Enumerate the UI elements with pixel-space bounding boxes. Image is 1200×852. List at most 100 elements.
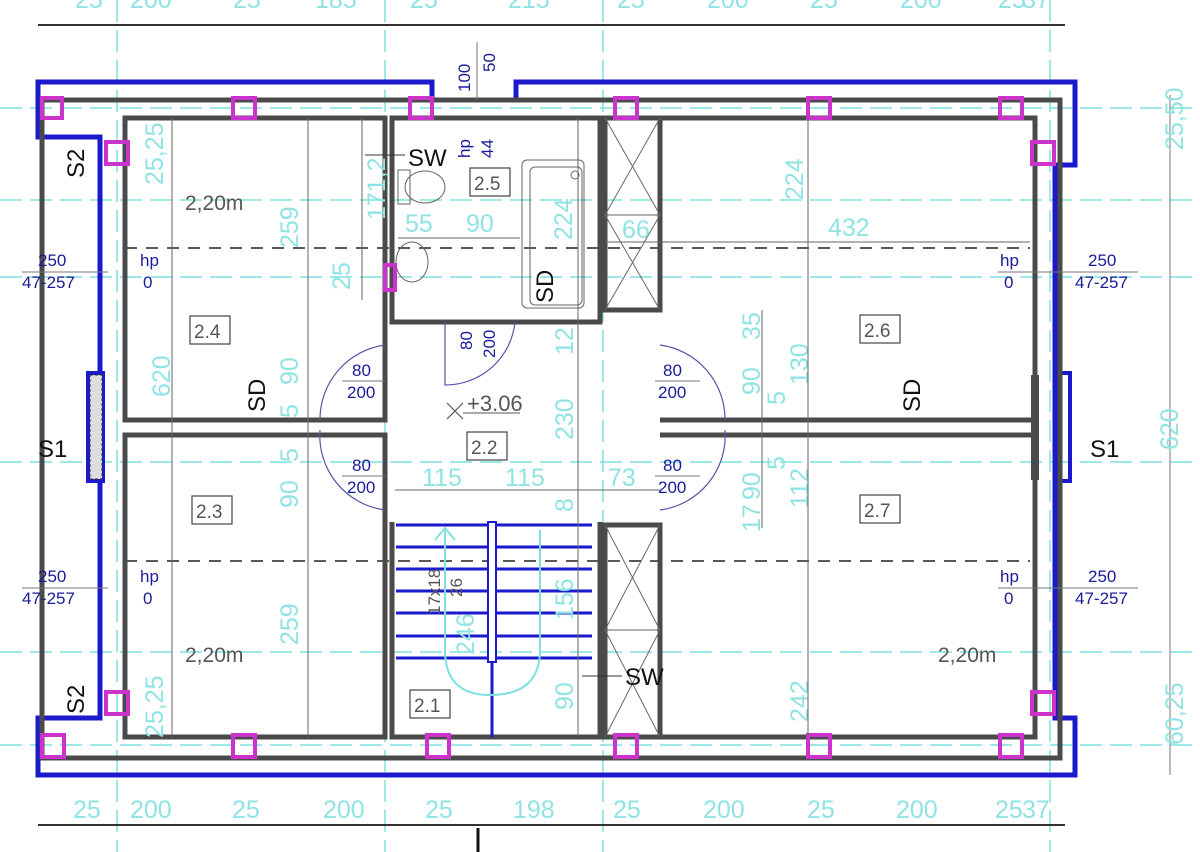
shafts	[604, 117, 661, 738]
bathtub	[521, 159, 585, 309]
inner-dimensions: 25,25 259 171,2 25 55 90 224 66 224 432 …	[141, 87, 1189, 745]
svg-text:198: 198	[513, 796, 555, 824]
room-tag-2.3[interactable]: 2.3	[191, 495, 233, 525]
svg-text:47-257: 47-257	[1075, 273, 1128, 292]
svg-text:12: 12	[551, 327, 579, 355]
window-label-bath: hp 44	[455, 139, 497, 158]
svg-text:0: 0	[1004, 589, 1013, 608]
svg-text:hp: hp	[140, 567, 159, 586]
stair-count: 17x18	[425, 569, 444, 615]
washbasin	[395, 241, 429, 283]
svg-text:37: 37	[1022, 0, 1050, 14]
svg-text:250: 250	[38, 251, 66, 270]
svg-text:37: 37	[1022, 796, 1050, 824]
svg-text:44: 44	[478, 139, 497, 158]
svg-text:215: 215	[508, 0, 550, 14]
stair-tread: 26	[447, 578, 466, 597]
svg-text:224: 224	[550, 198, 578, 240]
dimension-chain-top: 25 200 25 185 25 215 25 200 25 200 25 37	[38, 0, 1065, 26]
svg-text:2.4: 2.4	[194, 322, 221, 343]
height-label: 2,20m	[185, 644, 243, 667]
svg-text:112: 112	[786, 468, 814, 508]
svg-text:17: 17	[738, 504, 766, 532]
svg-text:73: 73	[608, 464, 636, 492]
columns	[40, 96, 1056, 759]
svg-text:200: 200	[658, 478, 686, 497]
svg-text:200: 200	[658, 383, 686, 402]
svg-text:200: 200	[703, 796, 745, 824]
window-label-right-top: hp 0 250 47-257	[998, 251, 1138, 292]
exterior-outline	[35, 79, 1078, 778]
svg-text:156: 156	[551, 578, 579, 620]
svg-text:0: 0	[143, 273, 152, 292]
svg-text:224: 224	[781, 158, 809, 200]
svg-text:25,25: 25,25	[141, 122, 169, 185]
svg-text:25: 25	[810, 0, 838, 14]
window-label-left-top: 250 47-257 hp 0	[22, 251, 159, 292]
svg-text:80: 80	[663, 361, 682, 380]
svg-text:+3.06: +3.06	[467, 391, 523, 416]
svg-text:hp: hp	[140, 251, 159, 270]
symbol-sd-bath: SD	[532, 270, 559, 303]
svg-text:5: 5	[763, 391, 791, 405]
svg-text:2.7: 2.7	[864, 501, 890, 522]
walls	[39, 97, 1063, 761]
svg-text:25: 25	[410, 0, 438, 14]
symbol-sw-shaft: SW	[625, 664, 664, 691]
svg-text:25: 25	[998, 0, 1026, 14]
svg-text:250: 250	[1088, 567, 1116, 586]
svg-text:200: 200	[130, 796, 172, 824]
svg-text:200: 200	[896, 796, 938, 824]
svg-text:25: 25	[232, 796, 260, 824]
svg-text:242: 242	[786, 680, 814, 722]
window-label-left-bottom: 250 47-257 hp 0	[22, 567, 159, 608]
svg-text:2.2: 2.2	[471, 438, 497, 459]
svg-text:66: 66	[622, 216, 650, 244]
svg-text:25: 25	[73, 796, 101, 824]
svg-text:200: 200	[900, 0, 942, 14]
dimension-lines	[171, 118, 1030, 737]
height-label: 2,20m	[938, 644, 996, 667]
svg-text:90: 90	[738, 367, 766, 395]
svg-text:25: 25	[807, 796, 835, 824]
symbol-s2-bottom: S2	[63, 685, 90, 714]
room-tag-2.6[interactable]: 2.6	[859, 314, 901, 344]
room-tag-2.4[interactable]: 2.4	[189, 315, 231, 345]
svg-text:259: 259	[276, 603, 304, 645]
svg-text:25: 25	[75, 0, 103, 14]
svg-text:hp: hp	[1000, 567, 1019, 586]
svg-text:230: 230	[551, 398, 579, 440]
svg-text:25,25: 25,25	[141, 675, 169, 738]
svg-text:246: 246	[452, 613, 480, 655]
svg-text:200: 200	[347, 383, 375, 402]
room-tag-2.1[interactable]: 2.1	[409, 689, 451, 719]
room-tag-2.7[interactable]: 2.7	[859, 494, 901, 524]
svg-text:hp: hp	[455, 139, 474, 158]
svg-text:0: 0	[1004, 273, 1013, 292]
svg-text:50: 50	[480, 53, 499, 72]
toilet	[397, 169, 446, 205]
staircase[interactable]	[396, 521, 592, 737]
symbol-s1-left: S1	[38, 436, 67, 463]
svg-text:90: 90	[551, 682, 579, 710]
svg-text:2.5: 2.5	[474, 174, 500, 195]
doors	[319, 321, 726, 511]
svg-text:90: 90	[276, 357, 304, 385]
svg-text:250: 250	[1088, 251, 1116, 270]
svg-text:5: 5	[763, 456, 791, 470]
symbol-sd-right: SD	[899, 379, 926, 412]
svg-text:115: 115	[422, 464, 462, 492]
svg-text:5: 5	[276, 404, 304, 418]
svg-text:90: 90	[276, 480, 304, 508]
svg-text:250: 250	[38, 567, 66, 586]
svg-text:80: 80	[352, 361, 371, 380]
svg-text:80: 80	[663, 456, 682, 475]
svg-text:432: 432	[828, 214, 870, 242]
svg-text:90: 90	[466, 210, 494, 238]
room-tag-2.2[interactable]: 2.2	[466, 431, 508, 461]
svg-text:25: 25	[425, 796, 453, 824]
svg-text:25: 25	[995, 796, 1023, 824]
room-tag-2.5[interactable]: 2.5	[469, 167, 511, 197]
svg-text:hp: hp	[1000, 251, 1019, 270]
svg-text:171,2: 171,2	[363, 157, 391, 220]
